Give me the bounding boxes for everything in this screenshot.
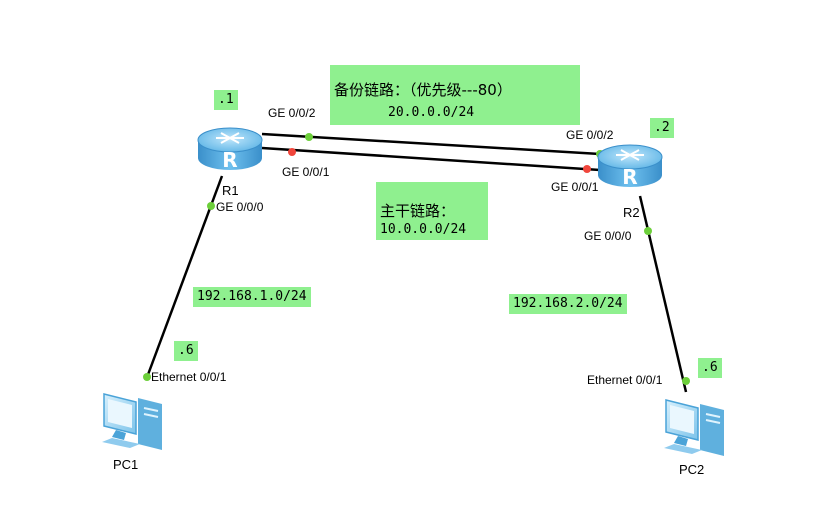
port-dot-r2-ge001 — [583, 165, 591, 173]
port-dot-pc1 — [143, 373, 151, 381]
pc2-port-label: Ethernet 0/0/1 — [587, 373, 663, 387]
router-r1-glyph: R — [222, 148, 237, 172]
port-dot-r2-ge000 — [644, 227, 652, 235]
trunk-link-label: 主干链路： 10.0.0.0/24 — [376, 182, 488, 240]
r1-ge001-label: GE 0/0/1 — [282, 165, 330, 179]
pc2-address-label: .6 — [698, 358, 722, 378]
r1-address-label: .1 — [214, 90, 238, 110]
port-dot-pc2 — [682, 377, 690, 385]
port-dot-r1-ge001 — [288, 148, 296, 156]
lan1-link — [144, 175, 224, 381]
lan1-subnet-label: 192.168.1.0/24 — [193, 287, 311, 307]
r1-ge002-label: GE 0/0/2 — [268, 106, 316, 120]
r2-address-label: .2 — [650, 118, 674, 138]
r1-ge000-label: GE 0/0/0 — [216, 200, 264, 214]
r2-ge001-label: GE 0/0/1 — [551, 180, 599, 194]
backup-link-subnet: 20.0.0.0/24 — [388, 105, 475, 120]
trunk-link-subnet: 10.0.0.0/24 — [380, 222, 467, 237]
backup-link-title: 备份链路：（优先级---80） — [334, 81, 512, 99]
pc1-icon[interactable] — [102, 393, 162, 450]
pc2-name-label: PC2 — [679, 462, 705, 477]
r2-ge000-label: GE 0/0/0 — [584, 229, 632, 243]
router-r2-icon[interactable]: R — [597, 144, 663, 189]
trunk-link — [261, 146, 601, 172]
pc1-address-label: .6 — [174, 341, 198, 361]
r2-ge002-label: GE 0/0/2 — [566, 128, 614, 142]
lan2-link — [638, 195, 688, 393]
port-dot-r1-ge000 — [207, 202, 215, 210]
router-r1-icon[interactable]: R — [197, 127, 263, 172]
r2-name-label: R2 — [623, 205, 640, 220]
pc2-icon[interactable] — [664, 399, 724, 456]
pc1-name-label: PC1 — [113, 457, 139, 472]
port-dot-r1-ge002 — [305, 133, 313, 141]
trunk-link-title: 主干链路： — [380, 202, 456, 220]
lan2-subnet-label: 192.168.2.0/24 — [509, 294, 627, 314]
r1-name-label: R1 — [222, 183, 239, 198]
backup-link — [261, 132, 601, 156]
router-r2-glyph: R — [622, 165, 637, 189]
backup-link-label: 备份链路：（优先级---80） 20.0.0.0/24 — [330, 65, 580, 125]
pc1-port-label: Ethernet 0/0/1 — [151, 370, 227, 384]
